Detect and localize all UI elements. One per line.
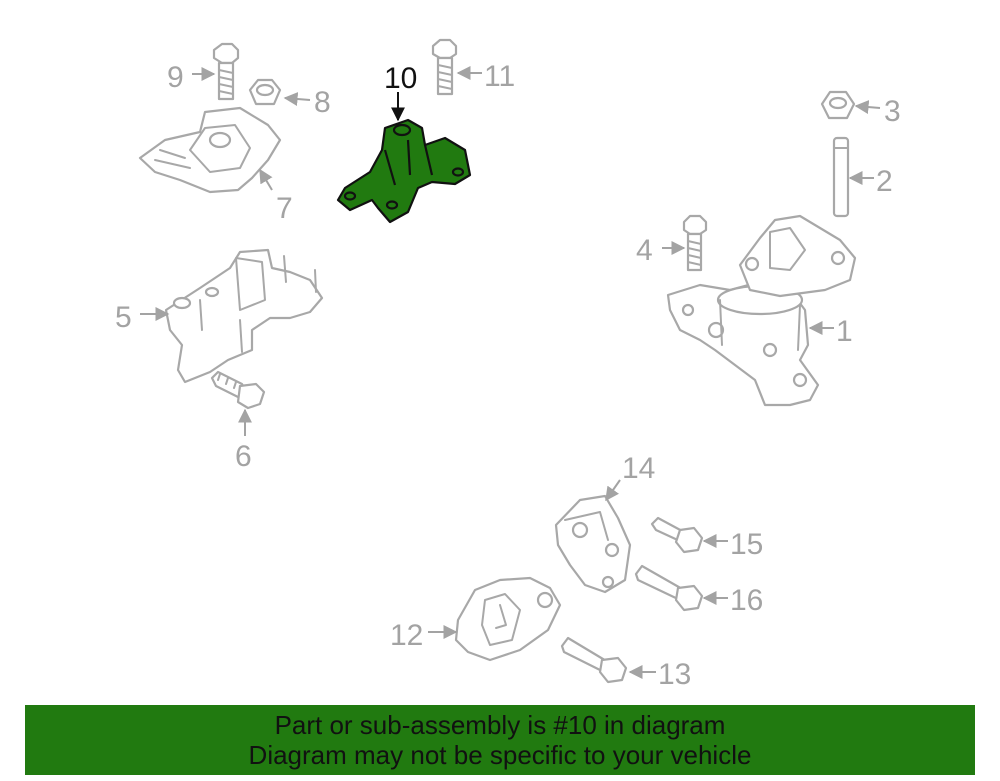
- part-2-stud: [832, 136, 850, 218]
- callout-1: 1: [836, 315, 853, 348]
- part-10-bracket-highlighted[interactable]: [336, 118, 472, 224]
- callout-12: 12: [390, 619, 423, 652]
- callout-5: 5: [115, 301, 132, 334]
- callout-15: 15: [730, 528, 763, 561]
- banner-line-2: Diagram may not be specific to your vehi…: [248, 740, 752, 770]
- part-11-bolt: [431, 38, 458, 96]
- callout-14: 14: [622, 452, 655, 485]
- part-6-bolt: [210, 370, 266, 410]
- part-4-bolt: [682, 214, 708, 272]
- callout-2: 2: [876, 165, 893, 198]
- part-14-bracket: [554, 494, 632, 594]
- callout-13: 13: [658, 658, 691, 691]
- part-9-bolt: [212, 42, 240, 101]
- callout-8: 8: [314, 86, 331, 119]
- callout-11: 11: [484, 60, 515, 93]
- info-banner: Part or sub-assembly is #10 in diagram D…: [25, 705, 975, 775]
- part-1-engine-mount: [666, 214, 857, 407]
- part-3-nut: [820, 90, 856, 120]
- part-13-bolt: [560, 636, 628, 684]
- banner-line-1: Part or sub-assembly is #10 in diagram: [274, 710, 726, 740]
- part-12-mount: [454, 576, 562, 662]
- callout-3: 3: [884, 95, 901, 128]
- part-5-bracket: [164, 248, 324, 384]
- part-7-mount-plate: [138, 106, 282, 194]
- callout-4: 4: [636, 234, 653, 267]
- part-16-bolt: [634, 564, 704, 612]
- callout-16: 16: [730, 584, 763, 617]
- part-8-nut: [248, 78, 282, 106]
- callout-7: 7: [276, 192, 293, 225]
- part-15-bolt: [650, 516, 704, 554]
- parts-diagram: 9 8 7 11 10 3 2: [115, 38, 901, 691]
- callout-6: 6: [235, 440, 252, 473]
- callout-9: 9: [167, 61, 184, 94]
- callout-10: 10: [384, 62, 417, 95]
